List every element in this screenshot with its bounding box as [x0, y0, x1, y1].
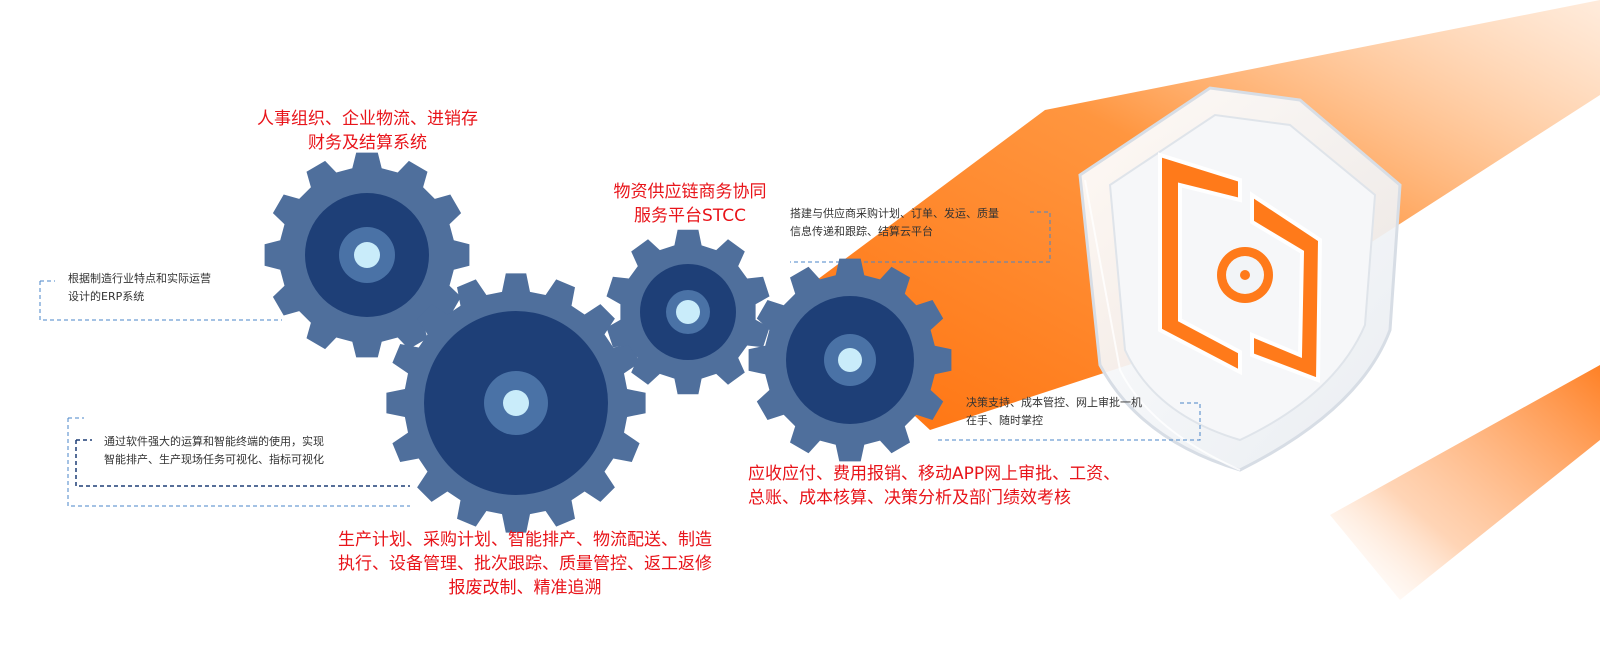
- label-finance-line2: 总账、成本核算、决策分析及部门绩效考核: [748, 488, 1071, 508]
- connector-supplier: [790, 211, 1051, 263]
- label-finance-line1: 应收应付、费用报销、移动APP网上审批、工资、: [748, 464, 1121, 484]
- gear-production-center: [503, 390, 529, 416]
- note-smart-line1: 通过软件强大的运算和智能终端的使用，实现: [104, 435, 324, 448]
- gear-stcc-center: [676, 300, 700, 324]
- note-decision-line2: 在手、随时掌控: [966, 414, 1043, 427]
- gear-hr-center: [354, 242, 380, 268]
- label-production-line1: 生产计划、采购计划、智能排产、物流配送、制造: [338, 530, 712, 550]
- label-production: 生产计划、采购计划、智能排产、物流配送、制造 执行、设备管理、批次跟踪、质量管控…: [315, 528, 735, 600]
- gear-hr-icon: [264, 152, 470, 358]
- gear-finance-center: [838, 348, 862, 372]
- label-production-line2: 执行、设备管理、批次跟踪、质量管控、返工返修: [338, 554, 712, 574]
- note-erp: 根据制造行业特点和实际运营 设计的ERP系统: [68, 270, 211, 306]
- label-stcc-line1: 物资供应链商务协同: [613, 182, 767, 202]
- connector-smart: [67, 417, 410, 507]
- connector-decision: [935, 402, 1201, 441]
- note-decision-line1: 决策支持、成本管控、网上审批一机: [966, 396, 1142, 409]
- label-hr-line1: 人事组织、企业物流、进销存: [257, 109, 478, 129]
- note-erp-line1: 根据制造行业特点和实际运营: [68, 272, 211, 285]
- gear-group: [264, 152, 952, 533]
- label-stcc-line2: 服务平台STCC: [634, 206, 746, 226]
- note-supplier: 搭建与供应商采购计划、订单、发运、质量 信息传递和跟踪、结算云平台: [790, 205, 999, 241]
- gear-stcc-icon: [606, 229, 770, 395]
- label-finance: 应收应付、费用报销、移动APP网上审批、工资、 总账、成本核算、决策分析及部门绩…: [748, 462, 1148, 510]
- gear-finance-icon: [748, 258, 952, 462]
- label-production-line3: 报废改制、精准追溯: [448, 578, 602, 598]
- note-supplier-line1: 搭建与供应商采购计划、订单、发运、质量: [790, 207, 999, 220]
- note-decision: 决策支持、成本管控、网上审批一机 在手、随时掌控: [966, 394, 1142, 430]
- orange-band-lower: [1330, 365, 1600, 600]
- shield-icon: [1078, 86, 1402, 472]
- note-erp-line2: 设计的ERP系统: [68, 290, 145, 303]
- note-supplier-line2: 信息传递和跟踪、结算云平台: [790, 225, 933, 238]
- label-hr: 人事组织、企业物流、进销存 财务及结算系统: [235, 107, 500, 155]
- gear-production-icon: [386, 273, 646, 533]
- label-stcc: 物资供应链商务协同 服务平台STCC: [590, 180, 790, 228]
- label-hr-line2: 财务及结算系统: [308, 133, 427, 153]
- connector-erp: [39, 280, 282, 321]
- note-smart: 通过软件强大的运算和智能终端的使用，实现 智能排产、生产现场任务可视化、指标可视…: [104, 433, 324, 469]
- note-smart-line2: 智能排产、生产现场任务可视化、指标可视化: [104, 453, 324, 466]
